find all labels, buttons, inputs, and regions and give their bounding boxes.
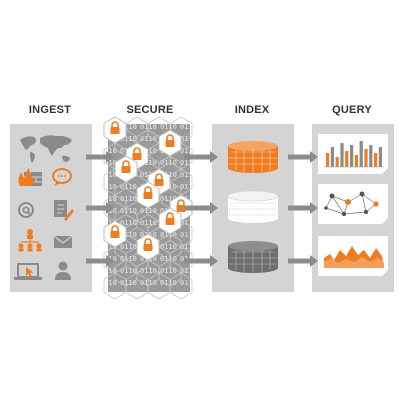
user-icon <box>55 261 71 280</box>
document-pen-icon <box>54 200 74 221</box>
bar <box>369 145 373 167</box>
hex-outline <box>114 259 138 287</box>
laptop-cursor-icon <box>14 263 42 280</box>
bar-chart-icon <box>318 134 388 174</box>
flow-arrow <box>184 151 218 163</box>
firewall-icon <box>18 168 42 186</box>
bar <box>350 145 354 167</box>
bar <box>374 153 378 167</box>
bar <box>354 155 358 167</box>
flow-arrow <box>288 151 318 163</box>
bar <box>359 141 363 167</box>
hex-outline <box>103 272 127 300</box>
bar <box>335 157 339 167</box>
bar <box>378 147 382 167</box>
database-orange-icon <box>228 141 278 173</box>
flow-arrow <box>86 151 114 163</box>
bar <box>345 151 349 167</box>
org-chart-icon <box>18 229 42 252</box>
secure-hex-grid <box>103 116 193 300</box>
flow-arrow <box>288 202 318 214</box>
stage-title-secure: SECURE <box>126 104 174 116</box>
stage-title-query: QUERY <box>332 104 372 116</box>
bar <box>326 153 330 167</box>
flow-arrow <box>288 255 318 267</box>
database-white-icon <box>227 190 279 223</box>
world-map-icon <box>20 135 72 163</box>
bar <box>330 147 334 167</box>
email-icon <box>53 235 73 248</box>
chat-icon <box>52 168 72 186</box>
area-chart-icon <box>318 236 388 276</box>
at-sign-icon <box>18 202 34 218</box>
flow-arrow <box>86 202 114 214</box>
network-graph-icon <box>318 184 388 224</box>
database-gray-icon <box>228 241 278 273</box>
hex-outline <box>103 246 127 274</box>
flow-arrows <box>86 151 318 267</box>
bar <box>340 143 344 167</box>
stage-title-index: INDEX <box>234 104 270 116</box>
flow-arrow <box>86 255 114 267</box>
stage-title-ingest: INGEST <box>28 104 72 116</box>
bar <box>364 149 368 167</box>
flow-arrow <box>184 202 218 214</box>
flow-arrow <box>184 255 218 267</box>
